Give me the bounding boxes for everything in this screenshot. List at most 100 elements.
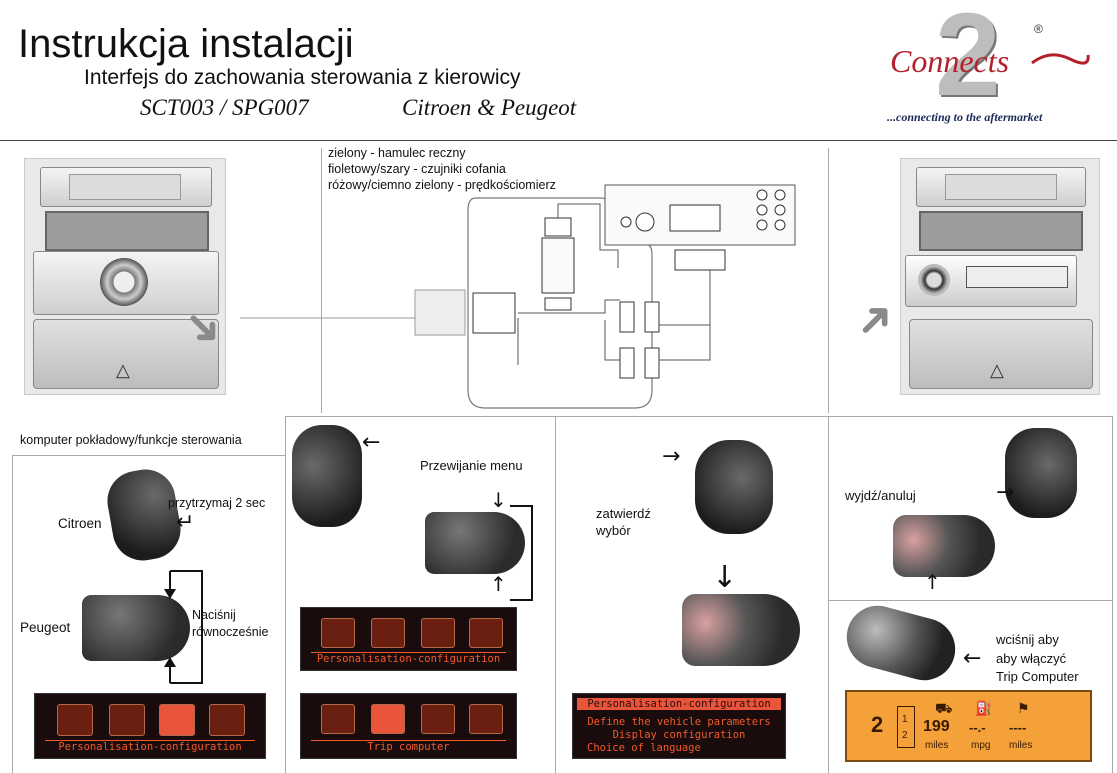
trip-unit: miles (1009, 740, 1033, 751)
divider (828, 600, 1113, 601)
config-icon (321, 704, 355, 734)
arrow-down-icon: ↓ (712, 560, 738, 595)
fuel-icon (371, 618, 405, 648)
confirm-button-stalk (682, 594, 800, 666)
hazard-icon: △ (990, 360, 1004, 380)
lcd-menu-display: Personalisation-configuration Define the… (572, 693, 786, 759)
display-text: Personalisation-configuration (311, 652, 506, 665)
wiring-diagram (240, 184, 796, 409)
trip-index-2: 2 (902, 730, 908, 741)
trip-computer-display: 2 1 2 ⛟ ⛽ ⚑ 199 --.- ---- miles mpg mile… (845, 690, 1092, 762)
divider (12, 455, 13, 773)
exit-label: wyjdź/anuluj (845, 488, 916, 503)
arrow-down-icon: ↓ (490, 488, 507, 512)
divider (285, 416, 286, 773)
tagline: ...connecting to the aftermarket (887, 110, 1043, 124)
fuel-icon (109, 704, 145, 736)
arrow-hold-icon: ↵ (176, 510, 195, 535)
lcd-display: Personalisation-configuration (300, 607, 517, 671)
car-icon: ⛟ (935, 700, 953, 716)
menu-item: Define the vehicle parameters (587, 716, 771, 728)
arrow-right-icon: → (996, 480, 1015, 505)
press-label: aby włączyć (996, 651, 1067, 666)
menu-item: Display configuration (612, 729, 746, 741)
dashboard-aftermarket-radio: △ (900, 158, 1100, 395)
divider (285, 416, 1113, 417)
hazard-icon: △ (116, 360, 130, 380)
arrow-right-icon: → (662, 444, 681, 469)
section-heading: komputer pokładowy/funkcje sterowania (20, 433, 242, 447)
confirm-label: wybór (596, 523, 631, 538)
settings-icon (159, 704, 195, 736)
display-text: Trip computer (311, 740, 506, 753)
settings-icon (421, 618, 455, 648)
divider (555, 416, 556, 773)
wiring-label: zielony - hamulec reczny (328, 146, 466, 160)
scroll-menu-label: Przewijanie menu (420, 458, 523, 473)
flag-icon: ⚑ (1017, 700, 1030, 716)
climate-icon (469, 618, 503, 648)
lcd-display: Personalisation-configuration (34, 693, 266, 759)
arrow-up-icon: ↑ (490, 572, 507, 596)
press-bracket-icon (164, 570, 203, 684)
peugeot-label: Peugeot (20, 620, 71, 635)
press-together-label: równocześnie (192, 625, 269, 639)
wiring-label: fioletowy/szary - czujniki cofania (328, 162, 506, 176)
display-text: Personalisation-configuration (45, 740, 255, 753)
vent-panel: △ (909, 319, 1093, 389)
settings-icon (421, 704, 455, 734)
divider (1112, 416, 1113, 773)
trip-value: 199 (923, 718, 950, 735)
logo-swoosh-icon (1031, 53, 1090, 65)
arrow-up-right-icon: ➜ (842, 286, 907, 352)
citroen-label: Citroen (58, 516, 102, 531)
aftermarket-radio-unit (905, 255, 1077, 307)
registered-mark: ® (1034, 22, 1043, 36)
scroll-wheel-stalk-peugeot (425, 512, 525, 574)
config-icon (321, 618, 355, 648)
peugeot-stalk (82, 595, 190, 661)
config-icon (57, 704, 93, 736)
volume-knob-icon (918, 264, 950, 296)
arrow-left-icon: ← (963, 646, 982, 671)
trip-index-1: 1 (902, 714, 908, 725)
fuel-icon (371, 704, 405, 734)
menu-title: Personalisation-configuration (577, 698, 781, 710)
display-unit (40, 167, 212, 207)
press-label: Trip Computer (996, 669, 1079, 684)
exit-button-stalk (893, 515, 995, 577)
scroll-wheel-stalk (292, 425, 362, 527)
radio-control-panel (33, 251, 219, 315)
model-number: SCT003 / SPG007 (140, 95, 309, 120)
trip-value: ---- (1009, 720, 1027, 735)
climate-icon (209, 704, 245, 736)
confirm-label: zatwierdź (596, 506, 651, 521)
scroll-bracket-icon (510, 505, 533, 601)
arrow-left-icon: ← (362, 430, 381, 455)
display-unit (916, 167, 1086, 207)
cd-slot (919, 211, 1083, 251)
trip-unit: miles (925, 740, 949, 751)
connects2-logo: 2 Connects (880, 0, 1100, 121)
header-divider (0, 140, 1117, 141)
gear-indicator: 2 (871, 712, 884, 737)
divider (828, 148, 829, 413)
cd-slot (45, 211, 209, 251)
trip-unit: mpg (971, 740, 991, 751)
divider (828, 416, 829, 773)
hold-instruction: przytrzymaj 2 sec (168, 496, 266, 510)
press-label: wciśnij aby (996, 632, 1059, 647)
logo-number: 2 (935, 0, 1001, 121)
trip-stalk (839, 598, 963, 688)
exit-stalk (1005, 428, 1077, 518)
citroen-stalk (102, 464, 186, 566)
confirm-stalk (695, 440, 773, 534)
fuel-pump-icon: ⛽ (975, 700, 993, 716)
page-subtitle: Interfejs do zachowania sterowania z kie… (84, 66, 521, 89)
wiring-label: różowy/ciemno zielony - prędkościomierz (328, 178, 556, 192)
trip-value: --.- (969, 720, 986, 735)
trip-index-box (897, 706, 915, 748)
radio-knob-icon (100, 258, 148, 306)
vent-panel: △ (33, 319, 219, 389)
divider (321, 148, 322, 413)
